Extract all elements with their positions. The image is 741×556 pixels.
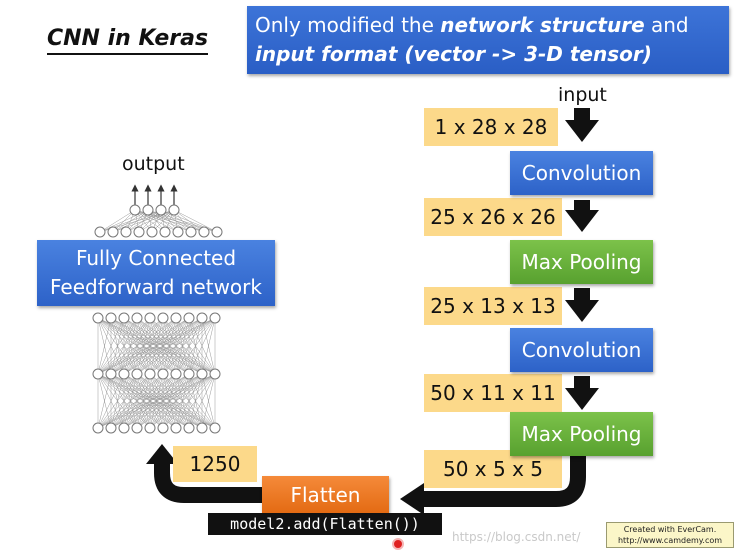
output-arrows: [131, 184, 178, 205]
network-node: [209, 422, 221, 434]
output-label: output: [122, 153, 185, 175]
network-node: [196, 368, 208, 380]
fully-connected-box: Fully Connected Feedforward network: [37, 240, 275, 306]
evercam-line2: http://www.camdemy.com: [617, 536, 723, 545]
banner-text-1: Only modified the: [255, 13, 441, 37]
network-node: [157, 312, 169, 324]
max-pooling-layer: Max Pooling: [510, 412, 653, 456]
network-node: [172, 226, 184, 238]
network-node: [185, 226, 197, 238]
banner-text-2: and: [644, 13, 689, 37]
network-node: [170, 368, 182, 380]
network-node: [105, 422, 117, 434]
network-node: [211, 226, 223, 238]
fc-title-line2: Feedforward network: [50, 275, 262, 299]
network-node: [118, 368, 130, 380]
dim-box: 50 x 5 x 5: [424, 450, 562, 488]
dim-box: 50 x 11 x 11: [424, 374, 562, 412]
input-label: input: [558, 84, 607, 106]
network-node: [144, 368, 156, 380]
convolution-layer: Convolution: [510, 328, 653, 372]
banner-bold-2: input format (vector -> 3-D tensor): [255, 42, 652, 66]
flatten-layer: Flatten: [262, 476, 389, 514]
fc-title-line1: Fully Connected: [75, 246, 237, 270]
network-node: [92, 312, 104, 324]
network-node: [129, 204, 141, 216]
network-node: [183, 312, 195, 324]
network-node: [92, 422, 104, 434]
cursor-indicator: [392, 538, 404, 550]
network-node: [170, 312, 182, 324]
network-node: [131, 422, 143, 434]
network-node: [196, 422, 208, 434]
network-node: [118, 312, 130, 324]
network-node: [105, 312, 117, 324]
network-node: [196, 312, 208, 324]
network-node: [198, 226, 210, 238]
evercam-badge: Created with EverCam. http://www.camdemy…: [606, 522, 734, 548]
network-node: [92, 368, 104, 380]
network-node: [131, 312, 143, 324]
network-node: [94, 226, 106, 238]
return-arrow: [424, 455, 586, 507]
flatten-size-box: 1250: [173, 446, 257, 482]
network-node: [209, 312, 221, 324]
dim-box: 25 x 13 x 13: [424, 287, 562, 325]
banner: Only modified the network structure and …: [247, 6, 729, 74]
network-node: [209, 368, 221, 380]
network-node: [144, 312, 156, 324]
network-node: [157, 422, 169, 434]
network-node: [157, 368, 169, 380]
network-node: [107, 226, 119, 238]
network-node: [183, 422, 195, 434]
slide-title: CNN in Keras: [47, 26, 209, 55]
network-node: [131, 368, 143, 380]
up-arrow: [154, 463, 262, 503]
network-node: [118, 422, 130, 434]
network-node: [155, 204, 167, 216]
network-edges: [97, 209, 218, 429]
banner-bold-1: network structure: [440, 13, 645, 37]
max-pooling-layer: Max Pooling: [510, 240, 653, 284]
network-node: [146, 226, 158, 238]
network-node: [142, 204, 154, 216]
network-node: [183, 368, 195, 380]
down-arrow-icon: [565, 108, 599, 410]
network-node: [168, 204, 180, 216]
network-node: [170, 422, 182, 434]
code-snippet: model2.add(Flatten()): [208, 513, 442, 535]
network-node: [159, 226, 171, 238]
convolution-layer: Convolution: [510, 151, 653, 195]
evercam-line1: Created with EverCam.: [623, 525, 717, 534]
dim-box: 1 x 28 x 28: [424, 108, 558, 146]
network-node: [120, 226, 132, 238]
network-node: [133, 226, 145, 238]
network-node: [144, 422, 156, 434]
network-nodes: [92, 204, 223, 434]
dim-box: 25 x 26 x 26: [424, 198, 562, 236]
watermark: https://blog.csdn.net/: [452, 530, 581, 544]
network-node: [105, 368, 117, 380]
